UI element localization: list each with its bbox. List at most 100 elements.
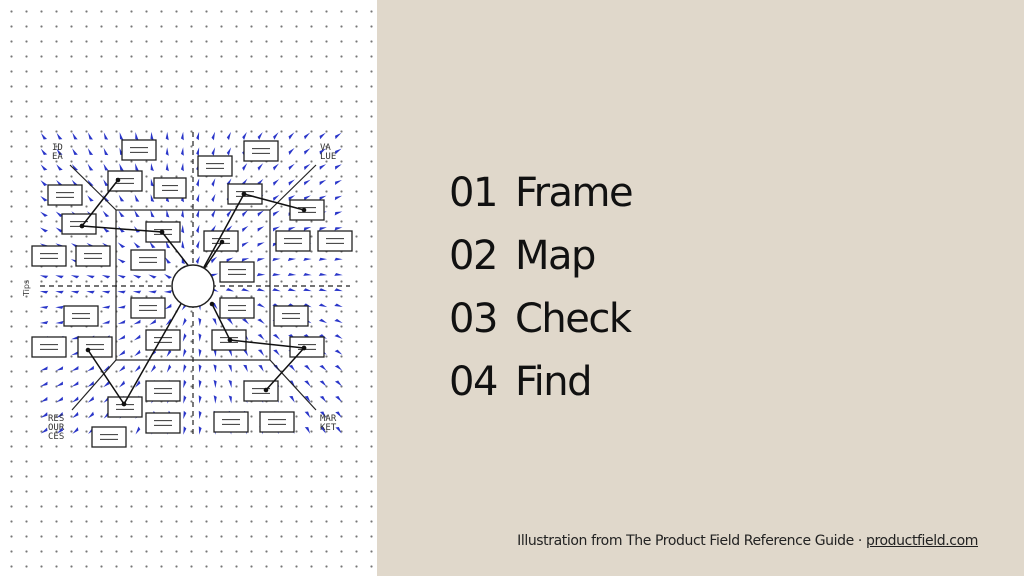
link-dot xyxy=(219,239,225,245)
field-arrow xyxy=(183,379,187,389)
field-arrow xyxy=(196,193,200,203)
steps-list: 01 Frame 02 Map 03 Check 04 Find xyxy=(449,162,634,414)
field-card xyxy=(145,329,181,351)
field-arrow xyxy=(198,395,202,404)
field-arrow xyxy=(102,226,110,233)
field-arrow xyxy=(165,318,172,326)
field-arrow xyxy=(86,275,95,279)
field-arrow xyxy=(287,257,297,262)
field-arrow xyxy=(273,210,280,217)
field-arrow xyxy=(303,288,312,292)
field-arrow xyxy=(318,318,328,324)
field-card xyxy=(107,396,143,418)
field-arrow xyxy=(196,178,200,187)
field-arrow xyxy=(135,426,141,435)
link-dot xyxy=(115,177,121,183)
step-number: 04 xyxy=(449,359,498,405)
field-arrow xyxy=(196,209,200,218)
field-arrow xyxy=(242,210,248,217)
field-arrow xyxy=(195,255,200,265)
step-label: Frame xyxy=(515,170,634,216)
link-dot xyxy=(79,223,85,229)
field-arrow xyxy=(133,241,141,248)
field-arrow xyxy=(335,427,342,434)
field-arrow xyxy=(40,164,48,171)
label-value-1: VA xyxy=(320,143,331,153)
field-arrow xyxy=(198,333,202,342)
field-arrow xyxy=(257,226,265,232)
label-market-2: KET xyxy=(320,423,337,433)
field-card xyxy=(275,230,311,252)
field-arrow xyxy=(225,288,235,292)
field-arrow xyxy=(150,131,154,141)
field-arrow xyxy=(334,318,343,323)
field-arrow xyxy=(335,164,342,170)
field-arrow xyxy=(228,395,232,404)
link-dot xyxy=(85,347,91,353)
caption-link[interactable]: productfield.com xyxy=(865,533,978,549)
field-arrow xyxy=(87,195,94,202)
field-arrow xyxy=(304,148,311,155)
field-arrow xyxy=(71,381,79,387)
field-arrow xyxy=(226,209,232,218)
field-arrow xyxy=(273,179,280,186)
field-card xyxy=(197,155,233,177)
field-arrow xyxy=(117,305,126,309)
field-arrow xyxy=(182,333,187,342)
field-arrow xyxy=(303,303,312,308)
field-arrow xyxy=(304,411,311,419)
field-arrow xyxy=(273,194,280,202)
label-resources-2: OUR xyxy=(48,423,65,433)
field-arrow xyxy=(211,178,216,187)
label-resources-3: CES xyxy=(48,432,64,442)
field-arrow xyxy=(148,290,157,294)
field-arrow xyxy=(117,274,126,279)
field-arrow xyxy=(272,334,281,340)
label-market-1: MAR xyxy=(320,414,337,424)
field-arrow xyxy=(118,365,125,372)
field-arrow xyxy=(258,365,264,372)
field-card xyxy=(317,230,353,252)
field-card xyxy=(31,245,67,267)
field-arrow xyxy=(257,349,265,356)
field-arrow xyxy=(72,411,79,419)
field-arrow xyxy=(334,195,343,201)
field-arrow xyxy=(56,381,63,387)
field-arrow xyxy=(272,273,281,277)
field-arrow xyxy=(117,320,126,324)
field-card xyxy=(77,336,113,358)
field-arrow xyxy=(72,132,78,140)
field-arrow xyxy=(56,148,63,155)
field-arrow xyxy=(148,274,157,279)
field-card xyxy=(145,380,181,402)
field-arrow xyxy=(135,132,139,140)
field-card xyxy=(289,199,325,221)
field-arrow xyxy=(166,364,172,373)
field-card xyxy=(130,249,166,271)
field-arrow xyxy=(257,258,265,262)
field-arrow xyxy=(103,163,109,171)
step-number: 03 xyxy=(449,296,498,342)
field-arrow xyxy=(180,131,184,141)
link-dot xyxy=(263,387,269,393)
field-arrow xyxy=(117,258,126,264)
field-diagram: ID EA VA LUE RES OUR CES MAR KET xyxy=(31,131,353,448)
step-item: 01 Frame xyxy=(449,162,634,225)
field-arrow xyxy=(242,349,249,357)
field-arrow xyxy=(272,288,281,292)
field-arrow xyxy=(242,163,248,171)
field-arrow xyxy=(304,396,311,403)
field-arrow xyxy=(119,132,124,140)
field-arrow xyxy=(211,147,216,156)
field-arrow xyxy=(182,317,187,327)
field-arrow xyxy=(134,210,140,217)
field-arrow xyxy=(289,396,295,403)
field-arrow xyxy=(70,290,80,294)
field-arrow xyxy=(40,427,48,434)
field-arrow xyxy=(257,132,263,140)
field-arrow xyxy=(183,410,187,420)
field-arrow xyxy=(304,365,311,371)
field-arrow xyxy=(40,195,48,202)
field-arrow xyxy=(318,272,328,276)
field-arrow xyxy=(198,379,202,389)
